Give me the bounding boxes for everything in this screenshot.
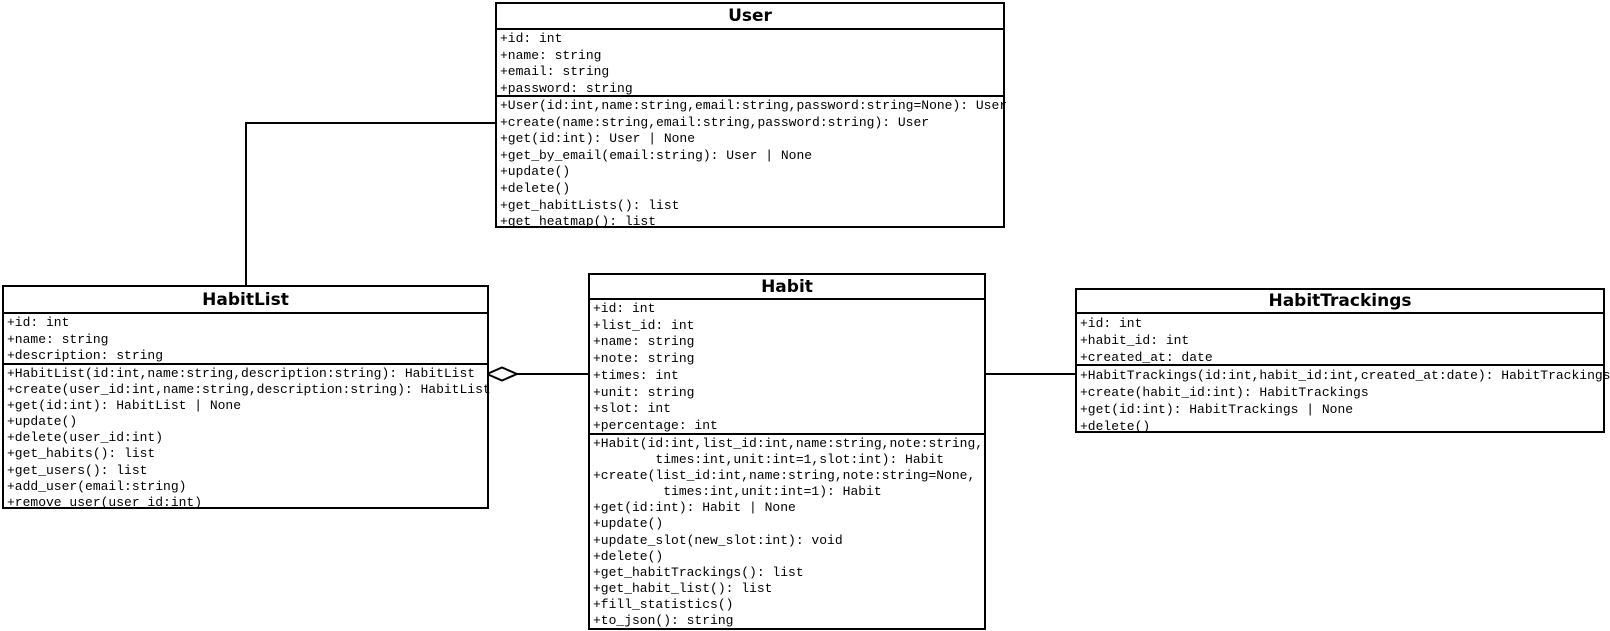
class-box-user: User +id: int +name: string +email: stri… bbox=[495, 2, 1008, 230]
connector-habit-habittrackings-line bbox=[985, 373, 1075, 375]
class-title-user: User bbox=[497, 4, 1003, 30]
class-attributes-habitlist: +id: int +name: string +description: str… bbox=[4, 314, 487, 365]
class-box-habitlist: HabitList +id: int +name: string +descri… bbox=[2, 285, 491, 510]
class-methods-habitlist: +HabitList(id:int,name:string,descriptio… bbox=[7, 366, 491, 510]
connector-user-habitlist-horizontal-segment bbox=[245, 122, 495, 124]
class-methods-habittrackings: +HabitTrackings(id:int,habit_id:int,crea… bbox=[1080, 368, 1610, 434]
class-box-habittrackings: HabitTrackings +id: int +habit_id: int +… bbox=[1075, 288, 1610, 434]
class-title-habitlist: HabitList bbox=[4, 287, 487, 314]
class-title-habit: Habit bbox=[590, 275, 984, 300]
class-methods-habit: +Habit(id:int,list_id:int,name:string,no… bbox=[593, 436, 984, 629]
aggregation-diamond-icon bbox=[486, 366, 518, 382]
class-title-habittrackings: HabitTrackings bbox=[1077, 290, 1603, 314]
connector-habitlist-habit-line bbox=[516, 373, 588, 375]
class-methods-user: +User(id:int,name:string,email:string,pa… bbox=[500, 98, 1008, 230]
class-attributes-habittrackings: +id: int +habit_id: int +created_at: dat… bbox=[1077, 314, 1603, 366]
class-box-habit: Habit +id: int +list_id: int +name: stri… bbox=[588, 273, 986, 630]
class-attributes-habit: +id: int +list_id: int +name: string +no… bbox=[590, 300, 984, 435]
class-attributes-user: +id: int +name: string +email: string +p… bbox=[497, 30, 1003, 97]
connector-user-habitlist-vertical-segment bbox=[245, 122, 247, 287]
